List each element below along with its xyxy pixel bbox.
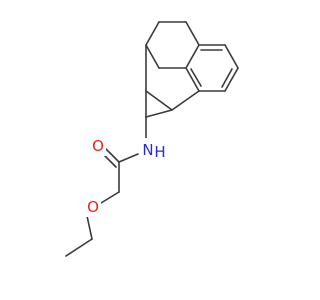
bond-aromatic-6 [185, 44, 200, 69]
atom-label-carbonyl-oxygen: O [92, 137, 104, 155]
bond-aromatic-3 [224, 67, 239, 92]
bond-aromatic-3-inner [221, 68, 233, 88]
bond-aromatic-5-inner [190, 68, 202, 87]
bond-aromatic-5 [185, 67, 200, 92]
atom-label-ether-oxygen: O [87, 198, 99, 216]
bond-ch2-o [100, 191, 120, 204]
bond-n-carbonyl [118, 153, 139, 163]
atom-label-nitrogen: N [142, 141, 153, 159]
bond-sat-3 [145, 21, 160, 46]
bond-sat-4 [145, 44, 160, 69]
bond-carbonyl-o-1 [105, 148, 120, 163]
bond-carbonyl-o-2 [102, 153, 117, 168]
bond-sat-1b [185, 21, 200, 46]
bond-c1-ring [145, 109, 173, 118]
bond-o-ethyl [86, 215, 93, 240]
bond-sat-5 [171, 90, 200, 111]
bond-ethyl-ch3 [65, 238, 93, 257]
bond-sat-6 [145, 90, 173, 111]
atom-labels: N H O O [85, 137, 166, 217]
bond-lines [65, 21, 239, 257]
bond-aromatic-2 [224, 44, 239, 69]
molecule-structure: N H O O [65, 21, 239, 257]
atom-label-hydrogen: H [154, 143, 165, 161]
